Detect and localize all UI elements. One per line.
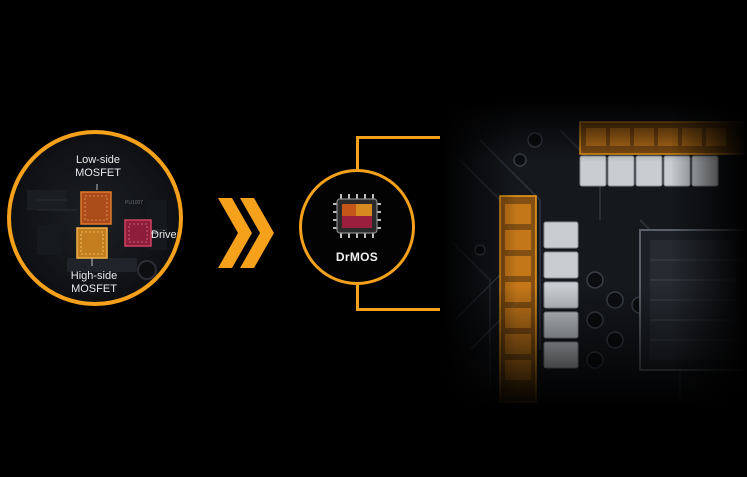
low-side-text: Low-side MOSFET bbox=[75, 154, 121, 179]
svg-text:PU1007: PU1007 bbox=[125, 200, 143, 206]
driver-text: Driver bbox=[151, 229, 181, 241]
chevron-right-icon bbox=[218, 198, 274, 268]
high-side-mosfet-label: High-side MOSFET bbox=[59, 270, 129, 296]
connector-line-top-horizontal bbox=[356, 136, 520, 139]
drmos-circle: DrMOS bbox=[299, 169, 415, 285]
connector-line-top-vertical bbox=[356, 136, 359, 172]
low-side-mosfet-label: Low-side MOSFET bbox=[63, 154, 133, 180]
driver-label: Driver bbox=[151, 229, 181, 242]
motherboard-image bbox=[440, 100, 747, 410]
connector-line-bottom-horizontal bbox=[356, 308, 506, 311]
magnified-circuit-circle: PU1007 Low-side MOSFET Driver High-side … bbox=[7, 130, 183, 306]
circuit-closeup: PU1007 bbox=[27, 184, 167, 280]
connector-line-bottom-vertical bbox=[356, 282, 359, 310]
motherboard-graphic bbox=[440, 100, 747, 410]
chip-icon bbox=[333, 194, 381, 238]
drmos-label: DrMOS bbox=[335, 250, 379, 264]
high-side-text: High-side MOSFET bbox=[70, 270, 118, 295]
